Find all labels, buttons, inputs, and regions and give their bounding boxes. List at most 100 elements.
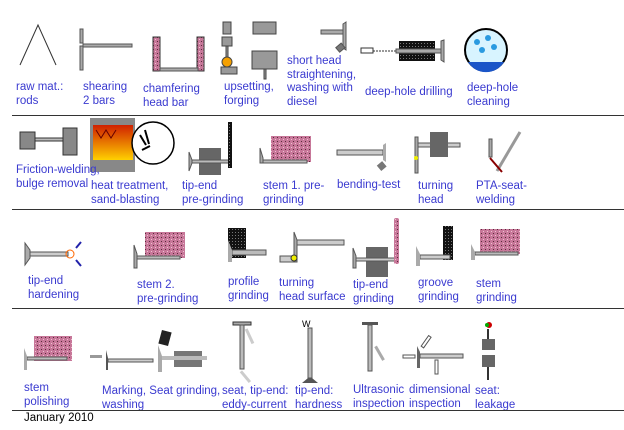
step-label-line: stem (24, 382, 49, 394)
step-label-line: leakage (475, 398, 516, 411)
step-label-line: stem 2. (137, 279, 175, 291)
row-divider (12, 308, 624, 309)
step-label-line: forging (224, 94, 260, 107)
deep-hole-drilling-icon (360, 39, 445, 63)
step-pta-seat-welding: PTA-seat-welding (476, 180, 527, 207)
step-label-line: tip-end: (295, 385, 334, 397)
step-label-line: bulge removal (16, 177, 89, 190)
step-label-line: raw mat.: (16, 81, 64, 93)
groove-grinding-icon (416, 226, 453, 266)
eddy-current-icon (232, 321, 255, 384)
step-label-line: washing (102, 398, 145, 411)
marking-seat-grinding-icon (90, 329, 207, 372)
step-label-line: head (418, 193, 444, 206)
step-label-line: turning (279, 277, 315, 289)
step-label-line: stem (476, 278, 501, 290)
step-label-line: polishing (24, 395, 70, 408)
turning-head-icon (414, 132, 461, 174)
step-label-line: groove (418, 277, 454, 289)
step-label-line: welding (476, 193, 515, 206)
step-label-line: rods (16, 94, 39, 107)
friction-welding-icon (19, 127, 78, 156)
step-label-line: Ultrasonic (353, 384, 405, 396)
step-label-line: head bar (143, 96, 189, 109)
step-label-line: inspection (409, 397, 461, 410)
step-label-line: shearing (83, 81, 128, 93)
hardness-test-icon: W (302, 319, 318, 383)
bending-test-icon (336, 143, 387, 171)
shearing-icon (79, 28, 133, 71)
heat-treatment-icon (90, 118, 135, 172)
step-label-line: inspection (353, 397, 405, 410)
step-upsetting: upsetting,forging (224, 81, 274, 108)
step-label-line: seat, tip-end: (222, 385, 289, 397)
step-label-line: grinding (353, 292, 394, 305)
step-label-line: eddy-current (222, 398, 287, 411)
step-label-line: stem 1. pre- (263, 180, 325, 192)
step-label-line: diesel (287, 95, 318, 108)
footer-date: January 2010 (24, 412, 94, 424)
step-label-line: tip-end (182, 180, 218, 192)
step-label-line: head surface (279, 290, 346, 303)
pta-seat-welding-icon (488, 131, 522, 173)
stem-2-pre-grinding-icon (133, 232, 185, 269)
step-label-line: PTA-seat- (476, 180, 527, 192)
stem-polishing-icon (24, 336, 72, 370)
step-label-line: grinding (228, 289, 269, 302)
step-label-line: deep-hole drilling (365, 86, 453, 98)
step-label-line: 2 bars (83, 94, 115, 107)
ultrasonic-inspection-icon (362, 322, 385, 372)
step-label-line: deep-hole (467, 82, 519, 94)
step-label-line: short head (287, 55, 342, 67)
hardness-mark: W (302, 319, 311, 329)
row-divider (12, 209, 624, 210)
step-label-line: seat: (475, 385, 500, 397)
step-label-line: pre-grinding (182, 193, 244, 206)
step-label-line: turning (418, 180, 454, 192)
step-label-line: sand-blasting (91, 193, 160, 206)
tip-end-hardening-icon (24, 241, 82, 267)
step-label-line: dimensional (409, 384, 471, 396)
sand-blasting-icon (131, 121, 175, 165)
step-label-line: grinding (418, 290, 459, 303)
step-label-line: hardness (295, 398, 343, 411)
step-stem-2-pre-grinding: stem 2.pre-grinding (137, 279, 198, 306)
dimensional-inspection-icon (402, 334, 464, 375)
step-label-line: upsetting, (224, 81, 274, 93)
step-label-line: profile (228, 276, 260, 288)
seat-leakage-icon (482, 322, 495, 380)
step-raw-material: raw mat.:rods (16, 81, 63, 108)
step-stem-1-pre-grinding: stem 1. pre-grinding (263, 180, 324, 207)
profile-grinding-icon (228, 228, 267, 262)
row-divider (12, 410, 624, 411)
step-bending-test: bending-test (337, 179, 400, 193)
step-label-line: cleaning (467, 95, 510, 108)
step-label-line: grinding (476, 291, 517, 304)
tip-end-grinding-icon (352, 218, 399, 277)
row-divider (12, 115, 624, 116)
step-label-line: hardening (28, 288, 80, 301)
stem-grinding-icon (471, 229, 520, 260)
step-label-line: grinding (263, 193, 304, 206)
turning-head-surface-icon (279, 231, 345, 263)
step-label-line: bending-test (337, 179, 401, 191)
step-tip-end-hardness: tip-end:hardness (295, 385, 342, 412)
step-label-line: tip-end (28, 275, 64, 287)
upsetting-forging-icon (220, 21, 278, 80)
step-label-line: washing with (287, 82, 353, 94)
step-label-line: heat treatment, (91, 180, 169, 192)
step-label-line: pre-grinding (137, 292, 199, 305)
stem-pre-grinding-icon (259, 136, 311, 164)
